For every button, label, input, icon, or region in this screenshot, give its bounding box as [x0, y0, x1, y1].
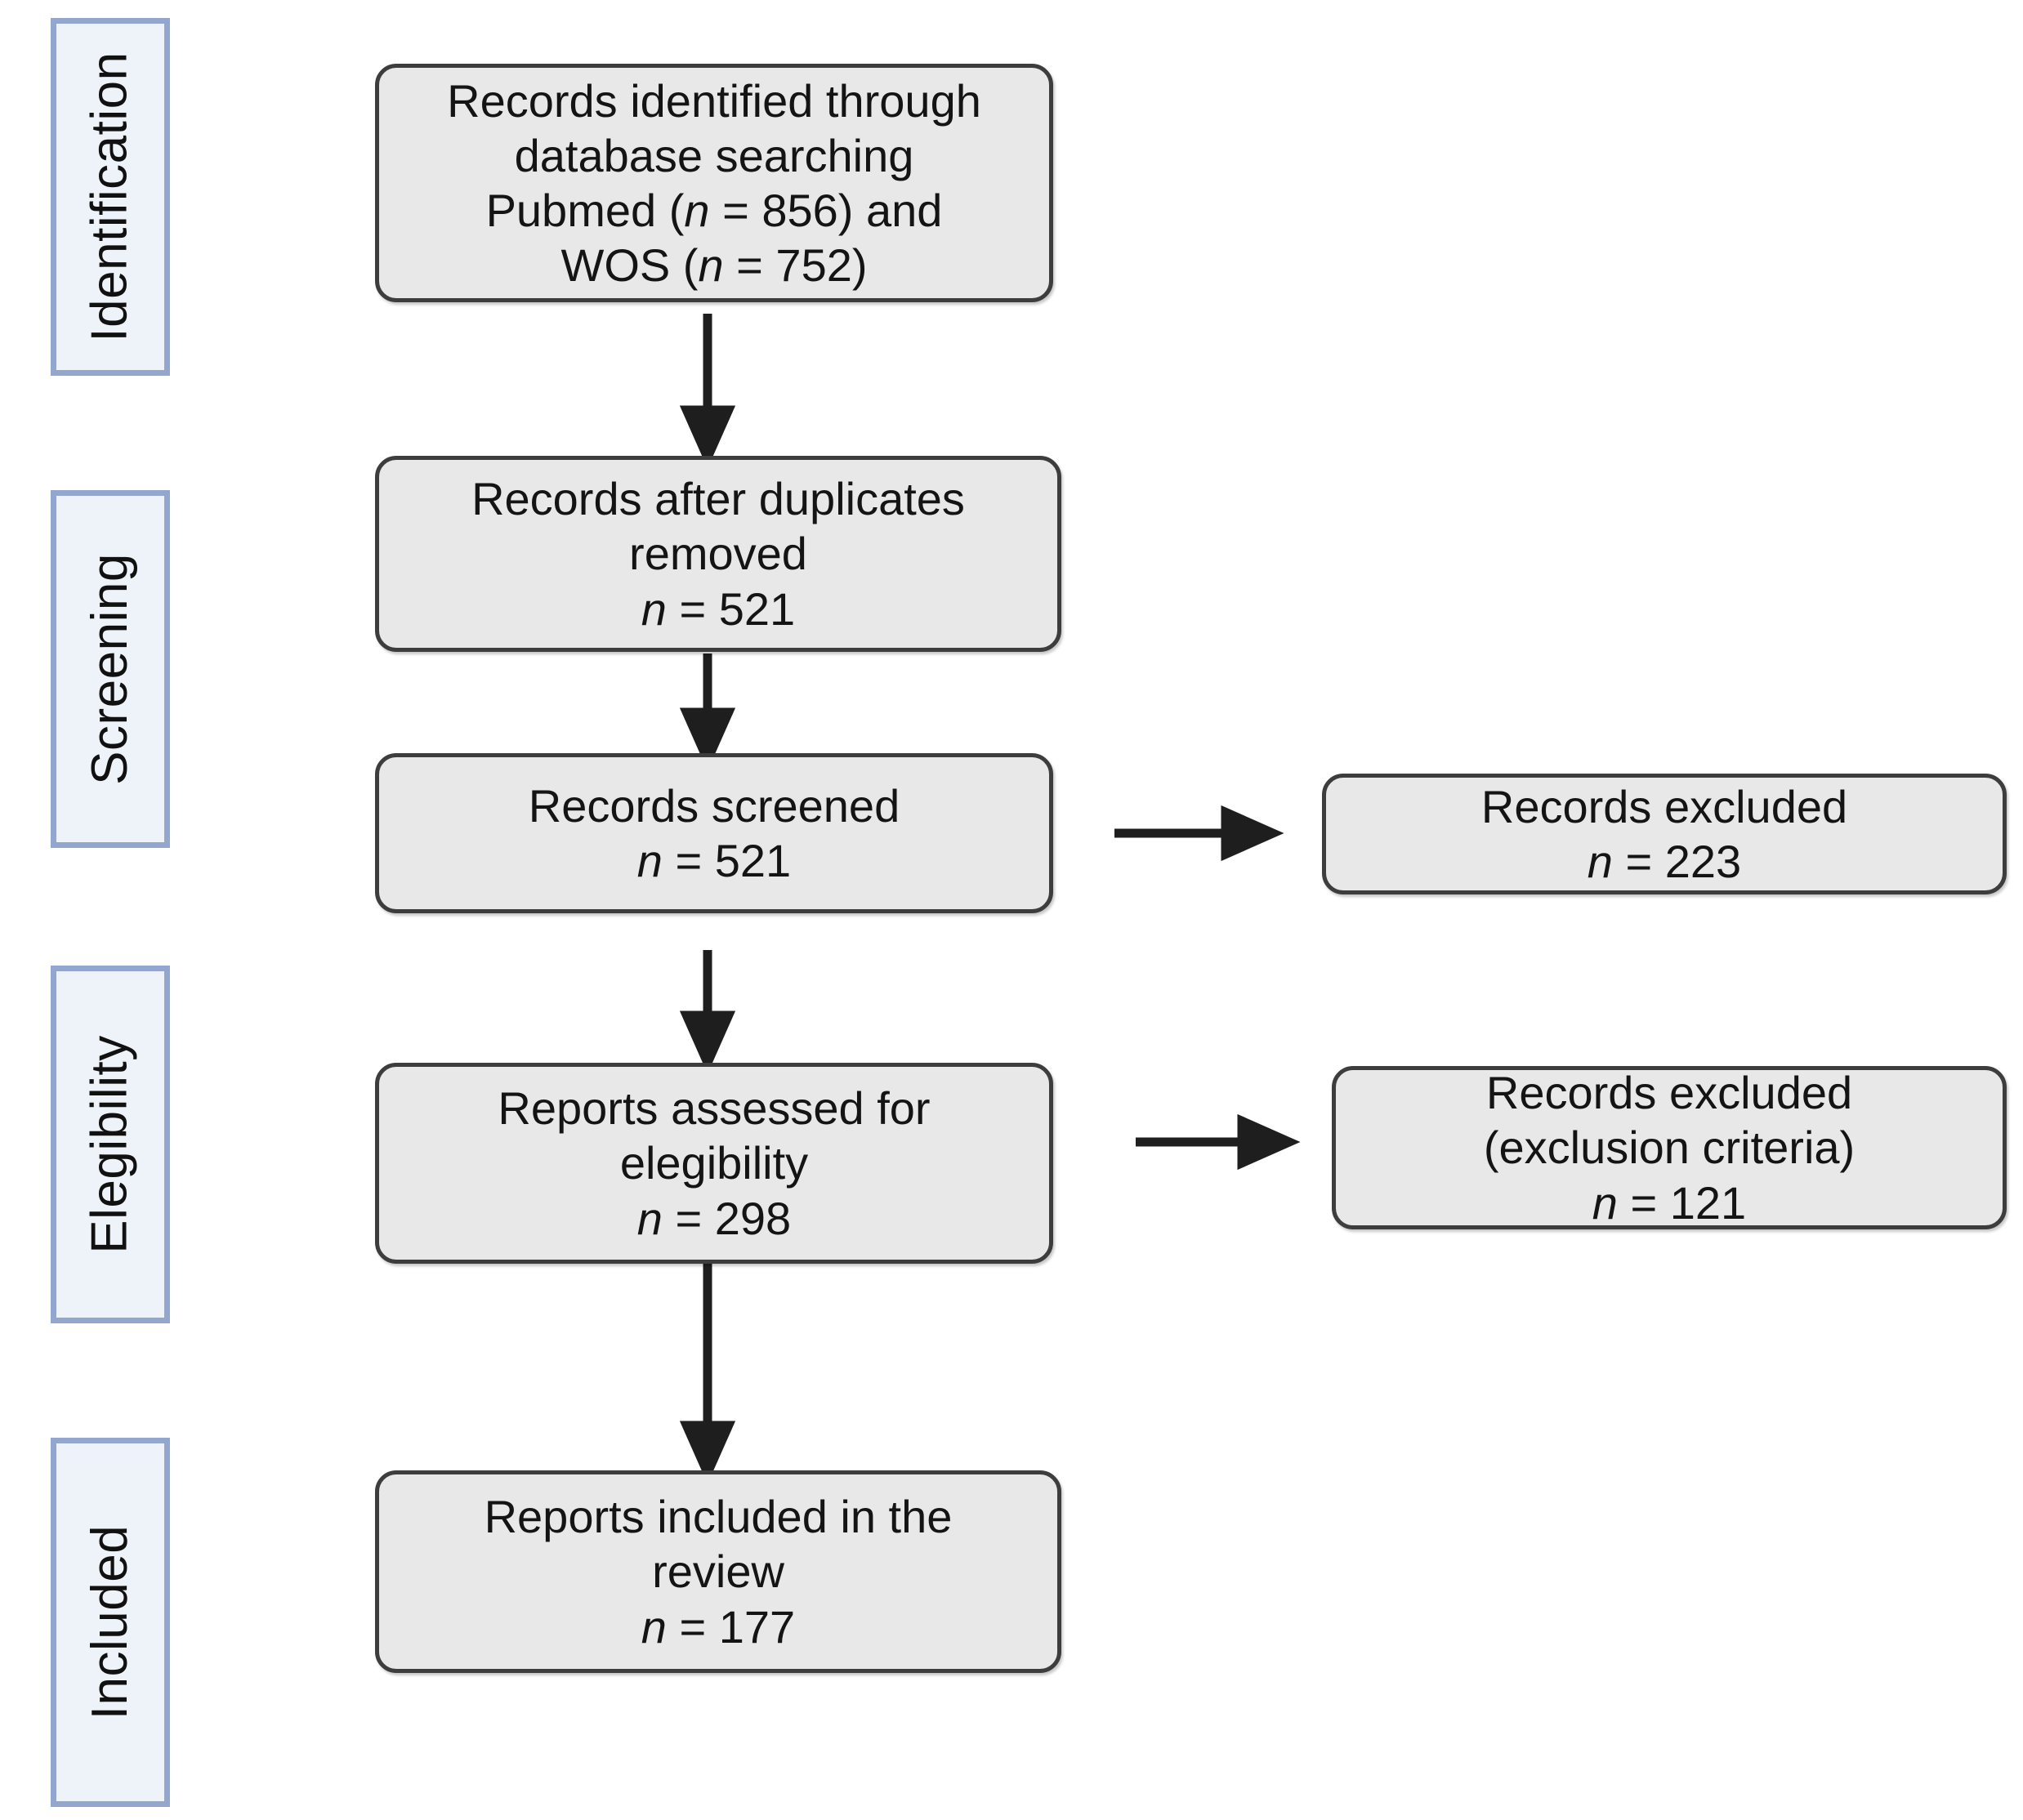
flow-line: Records screened: [528, 779, 900, 832]
flow-line: (exclusion criteria): [1483, 1122, 1856, 1174]
flow-box-reports-assessed: Reports assessed for elegibility n = 298: [375, 1063, 1053, 1264]
flow-box-text: Records screened n = 521: [514, 778, 914, 888]
flow-line: Records excluded: [1480, 780, 1848, 832]
stage-label-screening: Screening: [82, 553, 138, 785]
flow-box-text: Reports included in the review n = 177: [470, 1489, 967, 1654]
flow-box-text: Records identified through database sear…: [432, 74, 996, 293]
flow-line: Records identified through: [447, 74, 981, 127]
flow-box-text: Records after duplicates removed n = 521: [457, 471, 980, 636]
n-symbol: n: [1587, 836, 1613, 887]
flow-box-reports-included: Reports included in the review n = 177: [375, 1470, 1061, 1673]
flow-line-post: = 521: [662, 835, 792, 886]
stage-label-eligibility: Elegibility: [82, 1035, 138, 1254]
n-symbol: n: [1592, 1176, 1618, 1229]
flow-box-records-excluded-eligibility: Records excluded (exclusion criteria) n …: [1332, 1066, 2007, 1229]
stage-label-included: Included: [82, 1524, 139, 1720]
flow-line-post: = 856) and: [709, 185, 943, 236]
flow-line: n = 177: [485, 1599, 953, 1654]
flow-line: Reports assessed for: [498, 1082, 931, 1135]
flow-line-pre: WOS (: [560, 239, 699, 292]
flow-box-text: Records excluded (exclusion criteria) n …: [1469, 1065, 1869, 1230]
flow-line: database searching: [514, 129, 914, 181]
flow-line: elegibility: [619, 1137, 809, 1189]
flow-line: n = 298: [498, 1191, 930, 1246]
flow-box-text: Records excluded n = 223: [1467, 779, 1862, 889]
n-symbol: n: [698, 239, 724, 292]
n-symbol: n: [636, 835, 663, 886]
flow-line: Records after duplicates: [471, 473, 965, 525]
flow-line-post: = 223: [1612, 836, 1742, 887]
flow-line: n = 121: [1484, 1175, 1855, 1230]
stage-box-identification: Identification: [51, 18, 170, 376]
stage-box-screening: Screening: [51, 490, 170, 848]
flow-line-post: = 752): [723, 239, 868, 292]
flow-line: WOS (n = 752): [447, 238, 981, 292]
flow-line-post: = 298: [662, 1192, 792, 1244]
stage-label-identification: Identification: [82, 51, 138, 342]
stage-box-included: Included: [51, 1438, 170, 1807]
stage-box-eligibility: Elegibility: [51, 966, 170, 1323]
flow-line: review: [652, 1546, 784, 1598]
flow-line: n = 223: [1481, 834, 1847, 889]
flow-line-pre: Pubmed (: [485, 185, 685, 236]
flow-line: Reports included in the: [484, 1491, 953, 1543]
n-symbol: n: [684, 185, 710, 236]
flow-box-records-identified: Records identified through database sear…: [375, 64, 1053, 302]
flow-line-post: = 177: [666, 1600, 796, 1653]
flow-line-post: = 521: [666, 582, 796, 635]
flow-box-records-excluded-screening: Records excluded n = 223: [1322, 774, 2007, 894]
flow-line: n = 521: [529, 833, 900, 888]
flow-line: Pubmed (n = 856) and: [447, 183, 981, 238]
flow-box-records-screened: Records screened n = 521: [375, 753, 1053, 913]
flow-line: removed: [629, 528, 807, 580]
flow-box-records-after-duplicates: Records after duplicates removed n = 521: [375, 456, 1061, 652]
flow-line: n = 521: [471, 582, 965, 636]
flow-line: Records excluded: [1485, 1067, 1853, 1119]
flow-box-text: Reports assessed for elegibility n = 298: [483, 1081, 945, 1246]
n-symbol: n: [641, 1600, 667, 1653]
n-symbol: n: [641, 582, 667, 635]
flow-line-post: = 121: [1617, 1176, 1747, 1229]
n-symbol: n: [636, 1192, 663, 1244]
